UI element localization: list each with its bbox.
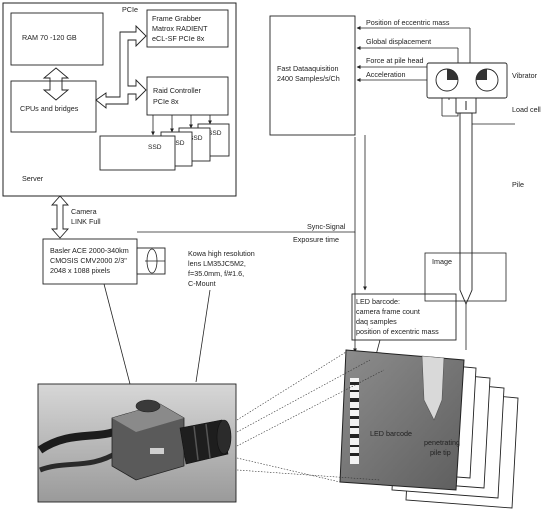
camera-photo-links — [103, 283, 211, 385]
led-barcode-box: LED barcode: camera frame count daq samp… — [351, 293, 457, 341]
camera-line1: Basler ACE 2000-340km — [50, 246, 129, 255]
frame-grabber-line3: eCL-SF PCIe 8x — [152, 34, 205, 43]
photo-pile-tip-line2: pile tip — [430, 448, 451, 457]
ram-label: RAM 70 -120 GB — [22, 33, 77, 42]
led-line3: daq samples — [356, 317, 397, 326]
raid-ssd-links — [151, 115, 212, 136]
raid-line2: PCIe 8x — [153, 97, 179, 106]
daq-line2: 2400 Samples/s/Ch — [277, 74, 340, 83]
barcode-strip — [350, 378, 359, 464]
server-box: Server — [2, 2, 237, 197]
projection-lines — [236, 351, 385, 483]
signal-label-force: Force at pile head — [366, 56, 424, 65]
ssd-label-1: SSD — [148, 144, 162, 151]
lens-line3: f=35.0mm, f/#1.6, — [188, 269, 244, 278]
ram-box: RAM 70 -120 GB — [10, 12, 104, 66]
ssd-stack: SSD SSD SSD SSD — [99, 123, 230, 171]
lens-block: Kowa high resolution lens LM35JC5M2, f=3… — [136, 247, 255, 288]
camera-mount — [135, 399, 161, 413]
pile-label: Pile — [512, 180, 524, 189]
camera-cable-2 — [39, 449, 120, 473]
led-line2: camera frame count — [356, 307, 420, 316]
lens-line4: C-Mount — [188, 279, 216, 288]
vibrator-label: Vibrator — [512, 71, 538, 80]
sync-signal — [137, 135, 367, 353]
vibrator: Vibrator — [426, 62, 538, 99]
led-line4: position of excentric mass — [356, 327, 439, 336]
pcie-label: PCIe — [122, 5, 138, 14]
camera-logo-plate — [150, 448, 164, 454]
raid-controller-box: Raid Controller PCIe 8x — [146, 76, 229, 116]
camera-photo — [37, 383, 237, 503]
daq-line1: Fast Dataaquisition — [277, 64, 339, 73]
load-cell-label: Load cell — [512, 105, 541, 114]
pile-tip-in-image — [421, 355, 445, 421]
camera-link-line1: Camera — [71, 207, 97, 216]
signal-label-eccentric: Position of eccentric mass — [366, 18, 450, 27]
image-stack: LED barcode penetrating pile tip — [339, 349, 519, 509]
ssd-box-1 — [99, 135, 176, 171]
ram-cpu-double-arrow — [42, 67, 70, 101]
daq-box: Fast Dataaquisition 2400 Samples/s/Ch — [269, 15, 356, 136]
cpu-label: CPUs and bridges — [20, 104, 79, 113]
raid-line1: Raid Controller — [153, 86, 202, 95]
camera-link-arrow: Camera LINK Full — [50, 195, 101, 239]
led-line1: LED barcode: — [356, 297, 400, 306]
camera-line2: CMOSIS CMV2000 2/3" — [50, 256, 127, 265]
image-region: Image — [424, 252, 507, 302]
lens-line2: lens LM35JC5M2, — [188, 259, 246, 268]
signal-label-displacement: Global displacement — [366, 37, 431, 46]
eccentric-mass-left-fill — [447, 69, 458, 80]
lens-barrel — [179, 419, 229, 465]
cpu-box: CPUs and bridges — [10, 80, 97, 133]
frame-grabber-line1: Frame Grabber — [152, 14, 202, 23]
signal-label-acceleration: Acceleration — [366, 70, 406, 79]
eccentric-mass-right-fill — [476, 69, 487, 80]
lens-front — [216, 419, 232, 455]
camera-box: Basler ACE 2000-340km CMOSIS CMV2000 2/3… — [42, 238, 138, 285]
frame-grabber-line2: Matrox RADIENT — [152, 24, 208, 33]
sync-line2: Exposure time — [293, 235, 339, 244]
pile: Pile — [459, 112, 524, 306]
photo-barcode-label: LED barcode — [370, 429, 412, 438]
photo-pile-tip-line1: penetrating — [424, 438, 460, 447]
sync-line1: Sync-Signal — [307, 222, 346, 231]
camera-link-line2: LINK Full — [71, 217, 101, 226]
ssd-label-4: SSD — [208, 130, 222, 137]
image-label: Image — [432, 257, 452, 266]
frame-grabber-box: Frame Grabber Matrox RADIENT eCL-SF PCIe… — [146, 9, 229, 48]
lens-line1: Kowa high resolution — [188, 249, 255, 258]
ssd-label-2: SSD — [171, 140, 185, 147]
pcie-bus: PCIe — [95, 5, 147, 109]
server-label: Server — [22, 174, 44, 183]
camera-body-top — [112, 404, 184, 432]
ssd-label-3: SSD — [189, 135, 203, 142]
camera-line3: 2048 x 1088 pixels — [50, 266, 110, 275]
load-cell: Load cell — [455, 97, 541, 114]
